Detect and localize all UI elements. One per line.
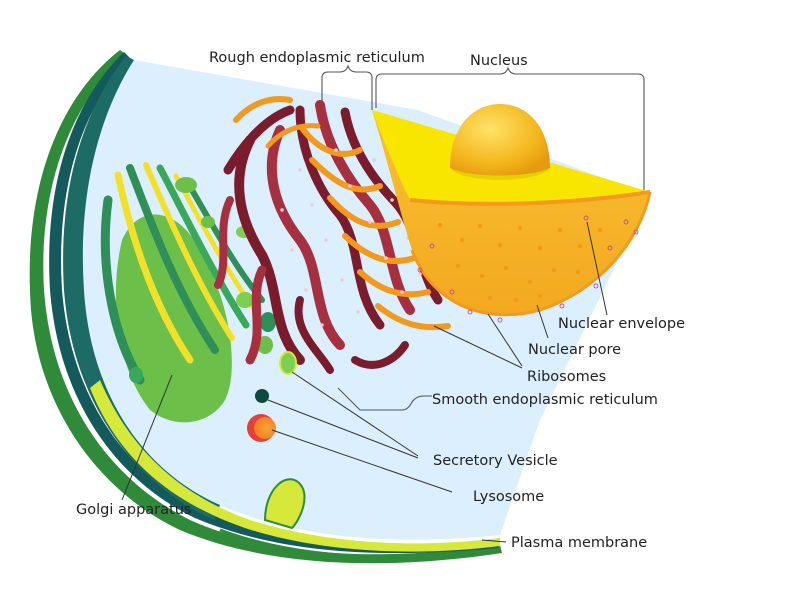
nuclear-envelope-edge [409, 190, 651, 206]
label-plasma-membrane: Plasma membrane [511, 535, 647, 551]
secretory-vesicle-shape [255, 351, 297, 403]
label-ribosomes: Ribosomes [527, 369, 606, 385]
golgi-leader [121, 374, 173, 501]
secretory-vesicle-leader-1 [267, 399, 419, 459]
label-lysosome: Lysosome [473, 489, 544, 505]
nucleolus [450, 104, 550, 176]
smooth-er-bracket [337, 387, 432, 411]
label-golgi-apparatus: Golgi apparatus [76, 502, 191, 518]
label-nuclear-pore: Nuclear pore [528, 342, 621, 358]
ribosomes-leader-1 [487, 313, 523, 367]
golgi-apparatus-shape [100, 162, 276, 423]
cell-wall-dark-shape [49, 52, 500, 554]
plasma-membrane-bottom-edge [219, 528, 501, 559]
plasma-membrane-outer-shape [29, 50, 502, 564]
rough-er-bracket [321, 64, 373, 110]
secretory-vesicle-leader-2 [291, 371, 419, 457]
label-secretory-vesicle: Secretory Vesicle [433, 453, 558, 469]
nuclear-envelope-leader [586, 221, 608, 316]
membrane-invagination-shape [263, 478, 306, 530]
label-nucleus: Nucleus [470, 53, 528, 69]
nucleus-bracket [375, 66, 645, 190]
nucleus-shape [372, 104, 652, 323]
plasma-membrane-leader [481, 539, 507, 543]
label-smooth-er: Smooth endoplasmic reticulum [432, 392, 658, 408]
lysosome-leader [271, 429, 453, 493]
label-nuclear-envelope: Nuclear envelope [558, 316, 685, 332]
nuclear-pore-leader [536, 304, 549, 339]
label-rough-er: Rough endoplasmic reticulum [209, 50, 425, 66]
lysosome-shape [247, 414, 276, 442]
ribosomes-leader-2 [433, 325, 523, 369]
